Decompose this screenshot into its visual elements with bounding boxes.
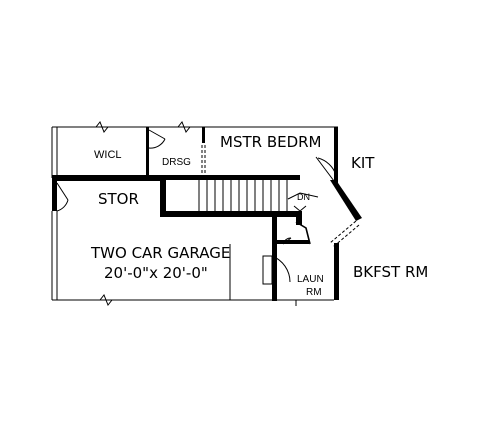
stair <box>198 180 288 211</box>
garage-outline <box>51 211 334 306</box>
drsg-door <box>148 129 166 149</box>
stair-down-label: DN <box>297 192 310 202</box>
storage-door <box>52 181 69 212</box>
room-label-master-bedroom: MSTR BEDRM <box>220 133 322 151</box>
room-label-garage: TWO CAR GARAGE <box>90 244 230 262</box>
room-label-storage: STOR <box>98 190 139 208</box>
kitchen-wall <box>315 156 362 300</box>
room-label-breakfast-room: BKFST RM <box>353 263 428 281</box>
upper-rooms-walls <box>51 121 338 183</box>
garage-dimensions: 20'-0"x 20'-0" <box>104 264 208 282</box>
room-label-wicl: WICL <box>94 149 122 161</box>
room-label-laundry-line1: LAUN <box>297 274 324 285</box>
laundry-walls <box>262 211 311 301</box>
room-label-laundry-line2: RM <box>306 287 322 298</box>
room-label-drsg: DRSG <box>162 157 191 168</box>
middle-wall-band <box>52 175 302 217</box>
room-label-kitchen: KIT <box>351 154 375 172</box>
